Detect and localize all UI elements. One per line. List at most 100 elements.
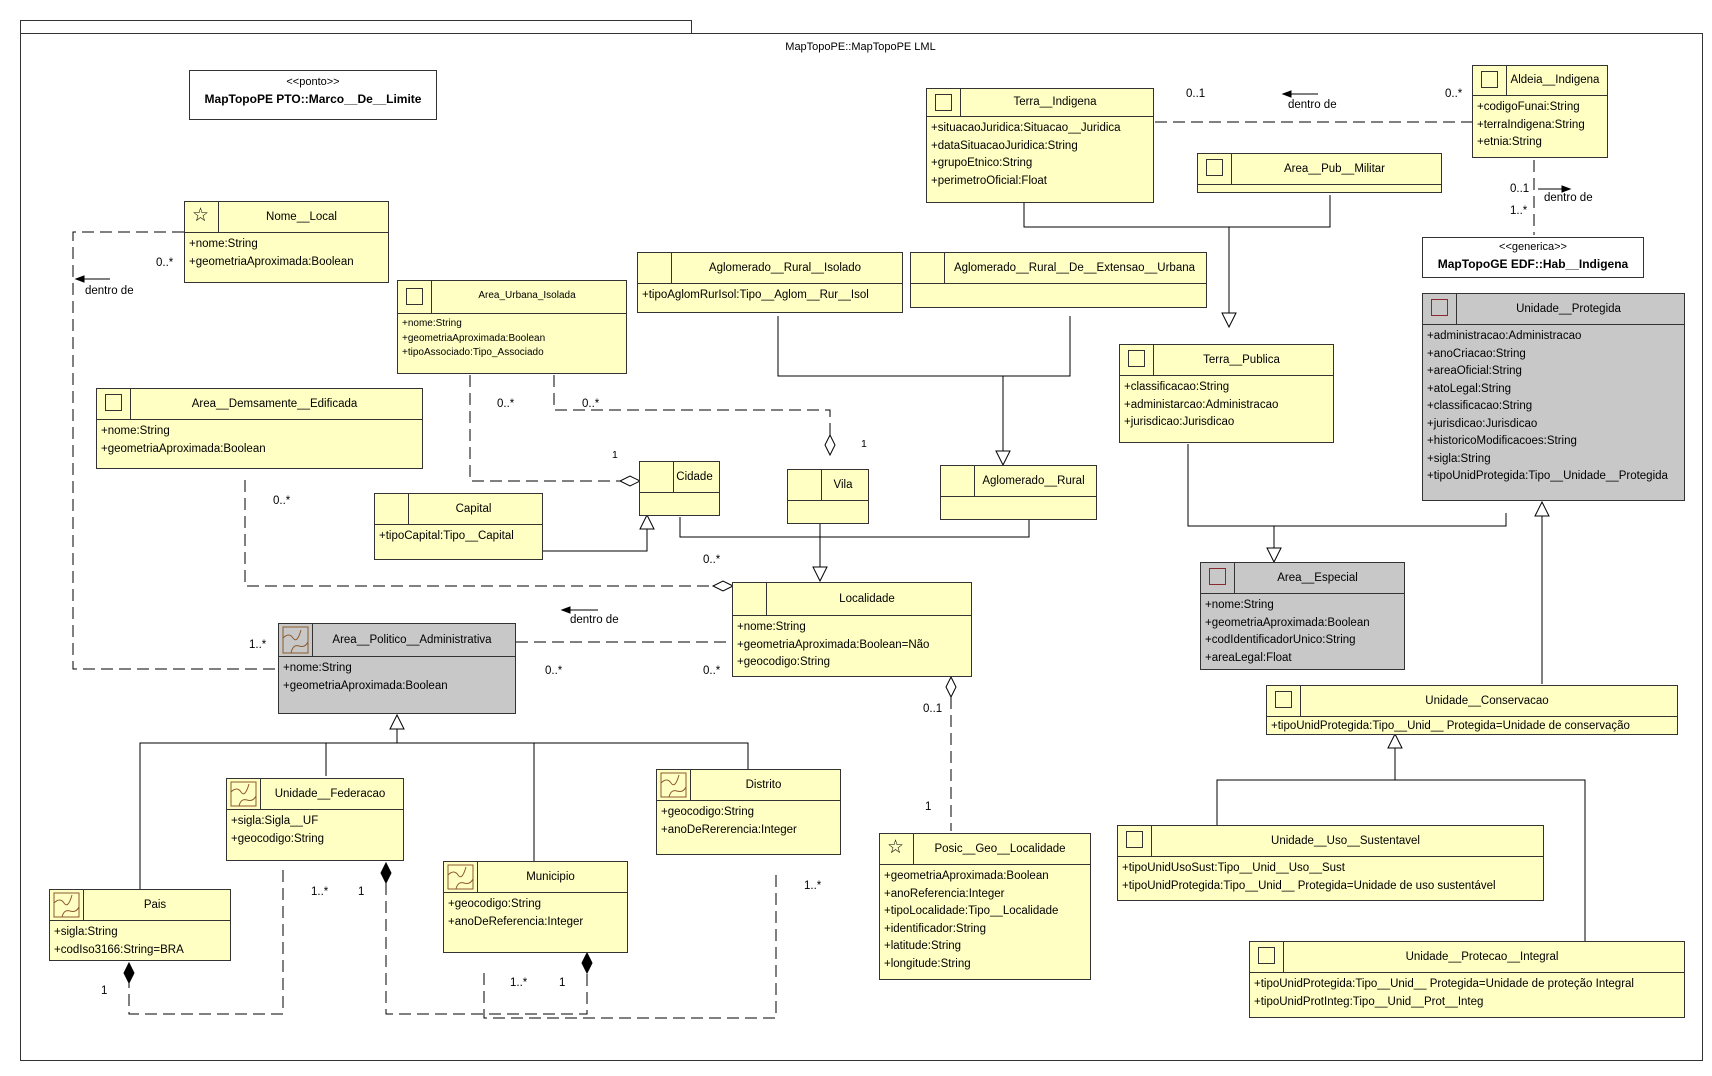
class-municipio[interactable]: Municipio +geocodigo:String +anoDeRefere… <box>443 861 628 953</box>
class-icon <box>1120 345 1154 375</box>
class-icon: ☆ <box>185 202 219 232</box>
class-name: Area__Pub__Militar <box>1283 163 1385 175</box>
class-area-urbana-isolada[interactable]: Area_Urbana_Isolada +nome:String +geomet… <box>397 280 627 374</box>
role-label: dentro de <box>85 285 134 297</box>
square-icon <box>1209 568 1226 585</box>
note-stereotype: <<ponto>> <box>286 76 340 88</box>
class-aglomerado-rural-de-extensao-urbana[interactable]: Aglomerado__Rural__De__Extensao__Urbana <box>910 252 1207 308</box>
class-area-pub-militar[interactable]: Area__Pub__Militar <box>1197 153 1442 193</box>
class-icon <box>1198 154 1232 184</box>
multiplicity-label: 1 <box>612 449 618 461</box>
square-icon <box>1206 159 1223 176</box>
square-icon <box>1258 947 1275 964</box>
class-icon <box>375 494 409 524</box>
class-vila[interactable]: Vila <box>787 469 869 524</box>
class-area-especial[interactable]: Area__Especial +nome:String +geometriaAp… <box>1200 562 1405 670</box>
note-hab-indigena[interactable]: <<generica>> MapTopoGE EDF::Hab__Indigen… <box>1422 237 1644 278</box>
attribute: +perimetroOficial:Float <box>931 174 1047 187</box>
attribute: +tipoUnidProtegida:Tipo__Unid__ Protegid… <box>1271 720 1630 732</box>
class-icon <box>640 462 674 492</box>
attribute: +nome:String <box>737 621 806 633</box>
attribute: +etnia:String <box>1477 136 1542 148</box>
class-icon <box>788 470 822 500</box>
class-icon <box>638 253 672 283</box>
class-unidade-federacao[interactable]: Unidade__Federacao +sigla:Sigla__UF +geo… <box>226 778 404 861</box>
attribute: +administracao:Administracao <box>1427 330 1582 342</box>
map-icon <box>660 772 687 798</box>
class-icon <box>1201 563 1235 593</box>
class-aldeia-indigena[interactable]: Aldeia__Indigena +codigoFunai:String +te… <box>1472 65 1608 158</box>
class-unidade-uso-sustentavel[interactable]: Unidade__Uso__Sustentavel +tipoUnidUsoSu… <box>1117 825 1544 901</box>
class-aglomerado-rural-isolado[interactable]: Aglomerado__Rural__Isolado +tipoAglomRur… <box>637 252 903 313</box>
multiplicity-label: 1 <box>358 886 365 898</box>
class-area-demsamente-edificada[interactable]: Area__Demsamente__Edificada +nome:String… <box>96 388 423 469</box>
attribute: +areaOficial:String <box>1427 365 1522 377</box>
class-unidade-conservacao[interactable]: Unidade__Conservacao +tipoUnidProtegida:… <box>1266 685 1678 735</box>
class-name: Distrito <box>745 779 782 791</box>
multiplicity-label: 1 <box>861 438 867 450</box>
square-icon <box>1481 71 1498 88</box>
attribute: +nome:String <box>402 318 462 329</box>
class-terra-publica[interactable]: Terra__Publica +classificacao:String +ad… <box>1119 344 1334 443</box>
multiplicity-label: 0..* <box>156 257 174 269</box>
attribute: +tipoUnidProtInteg:Tipo__Unid__Prot__Int… <box>1254 995 1484 1008</box>
class-nome-local[interactable]: ☆Nome__Local +nome:String +geometriaApro… <box>184 201 389 283</box>
class-name: Unidade__Protegida <box>1516 303 1621 315</box>
attribute: +grupoEtnico:String <box>931 157 1033 169</box>
attribute: +codIso3166:String=BRA <box>54 943 184 956</box>
class-pais[interactable]: Pais +sigla:String +codIso3166:String=BR… <box>49 889 231 961</box>
attribute: +longitude:String <box>884 957 971 970</box>
class-name: Aglomerado__Rural__De__Extensao__Urbana <box>953 262 1196 274</box>
attribute: +anoReferencia:Integer <box>884 887 1005 900</box>
class-area-politico-administrativa[interactable]: Area__Politico__Administrativa +nome:Str… <box>278 623 516 714</box>
package-frame <box>20 33 1703 1061</box>
package-tab <box>20 20 692 34</box>
note-marco-de-limite[interactable]: <<ponto>> MapTopoPE PTO::Marco__De__Limi… <box>189 70 437 120</box>
class-icon <box>657 770 691 800</box>
class-name: Aglomerado__Rural__Isolado <box>708 262 862 274</box>
multiplicity-label: 0..* <box>273 495 291 507</box>
multiplicity-label: 0..1 <box>923 703 943 715</box>
class-name: Cidade <box>676 471 713 483</box>
class-icon <box>279 624 313 656</box>
attribute: +anoDeRererencia:Integer <box>661 823 797 836</box>
note-stereotype: <<generica>> <box>1499 241 1567 253</box>
class-posic-geo-localidade[interactable]: ☆Posic__Geo__Localidade +geometriaAproxi… <box>879 833 1091 980</box>
class-icon: ☆ <box>880 834 914 864</box>
attribute: +tipoAglomRurIsol:Tipo__Aglom__Rur__Isol <box>642 289 869 301</box>
map-icon <box>282 626 309 654</box>
class-unidade-protecao-integral[interactable]: Unidade__Protecao__Integral +tipoUnidPro… <box>1249 941 1685 1018</box>
attribute: +geocodigo:String <box>231 832 325 845</box>
class-aglomerado-rural[interactable]: Aglomerado__Rural <box>940 465 1097 520</box>
attribute: +geocodigo:String <box>448 898 542 910</box>
class-name: Area__Politico__Administrativa <box>332 634 492 646</box>
class-icon <box>227 779 261 809</box>
role-label: dentro de <box>570 614 619 626</box>
star-icon: ☆ <box>887 837 905 858</box>
class-terra-indigena[interactable]: Terra__Indigena +situacaoJuridica:Situac… <box>926 88 1154 203</box>
package-title: MapTopoPE::MapTopoPE LML <box>785 41 936 53</box>
class-capital[interactable]: Capital +tipoCapital:Tipo__Capital <box>374 493 543 560</box>
map-icon <box>447 864 474 890</box>
class-unidade-protegida[interactable]: Unidade__Protegida +administracao:Admini… <box>1422 293 1685 501</box>
class-name: Unidade__Conservacao <box>1425 695 1549 707</box>
multiplicity-label: 0..* <box>703 554 721 566</box>
attribute: +anoDeReferencia:Integer <box>448 915 584 928</box>
class-distrito[interactable]: Distrito +geocodigo:String +anoDeRereren… <box>656 769 841 855</box>
role-label: dentro de <box>1288 99 1337 111</box>
multiplicity-label: 1 <box>101 985 108 997</box>
attribute: +nome:String <box>101 425 170 437</box>
attribute: +tipoUnidProtegida:Tipo__Unid__ Protegid… <box>1254 978 1634 990</box>
class-icon <box>50 890 84 920</box>
class-name: Unidade__Protecao__Integral <box>1405 951 1559 963</box>
class-name: Unidade__Federacao <box>274 788 386 800</box>
note-name: MapTopoGE EDF::Hab__Indigena <box>1437 257 1629 271</box>
attribute: +geometriaAproximada:Boolean <box>1205 616 1370 629</box>
attribute: +classificacao:String <box>1124 381 1230 393</box>
note-name: MapTopoPE PTO::Marco__De__Limite <box>204 92 422 106</box>
class-localidade[interactable]: Localidade +nome:String +geometriaAproxi… <box>732 582 972 677</box>
class-cidade[interactable]: Cidade <box>639 461 720 516</box>
attribute: +anoCriacao:String <box>1427 347 1526 360</box>
multiplicity-label: 1 <box>559 977 566 989</box>
square-icon <box>1275 691 1292 708</box>
